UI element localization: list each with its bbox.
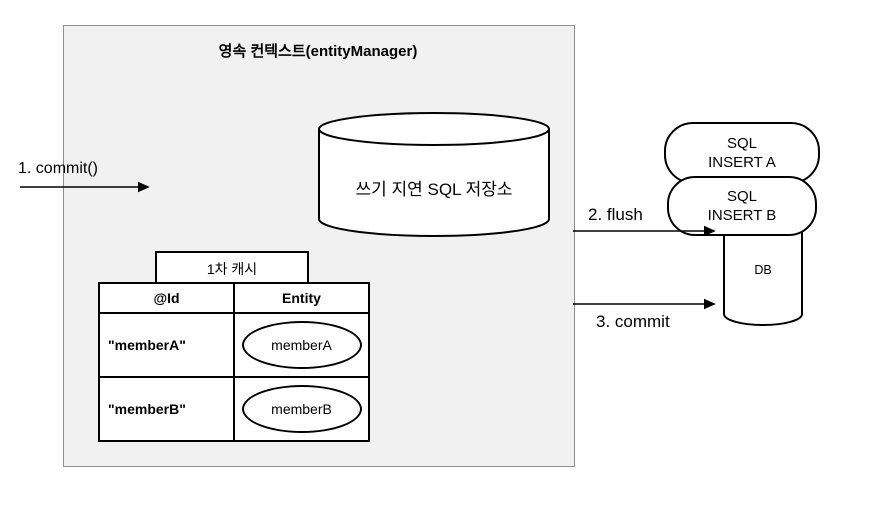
db-label: DB [754,263,772,277]
entity-ellipse-memberA-label: memberA [271,337,332,353]
sql-store-cylinder-icon [318,112,550,237]
commit-step1-label: 1. commit() [18,160,98,177]
cache-row-b-id: "memberB" [98,376,235,442]
first-level-cache-label: 1차 캐시 [206,261,258,277]
sql-insert-b-line1: SQL [726,188,757,205]
table-row-memberB: "memberB" memberB [98,376,370,442]
cache-table-header-id: @Id [98,282,235,314]
entity-ellipse-memberA: memberA [241,321,362,369]
sql-insert-a-bubble: SQL INSERT A [664,122,820,184]
commit-step3-label: 3. commit [596,312,670,331]
sql-store-label: 쓰기 지연 SQL 저장소 [355,180,513,199]
persistence-context-title: 영속 컨텍스트(entityManager) [218,43,418,60]
cache-table-header-entity: Entity [233,282,370,314]
entity-ellipse-memberB-label: memberB [271,401,332,417]
flush-step2-label: 2. flush [588,205,643,224]
cache-table: @Id Entity "memberA" memberA "memberB" m… [98,282,370,442]
sql-insert-a-line2: INSERT A [708,154,776,171]
sql-insert-b-line2: INSERT B [707,207,777,224]
cache-row-b-entity-cell: memberB [233,376,370,442]
cache-row-a-entity-cell: memberA [233,312,370,378]
cache-row-a-id: "memberA" [98,312,235,378]
sql-insert-b-bubble: SQL INSERT B [667,176,817,236]
entity-ellipse-memberB: memberB [241,385,362,433]
cache-table-header-row: @Id Entity [98,282,370,314]
sql-insert-a-line1: SQL [726,135,757,152]
table-row-memberA: "memberA" memberA [98,312,370,378]
